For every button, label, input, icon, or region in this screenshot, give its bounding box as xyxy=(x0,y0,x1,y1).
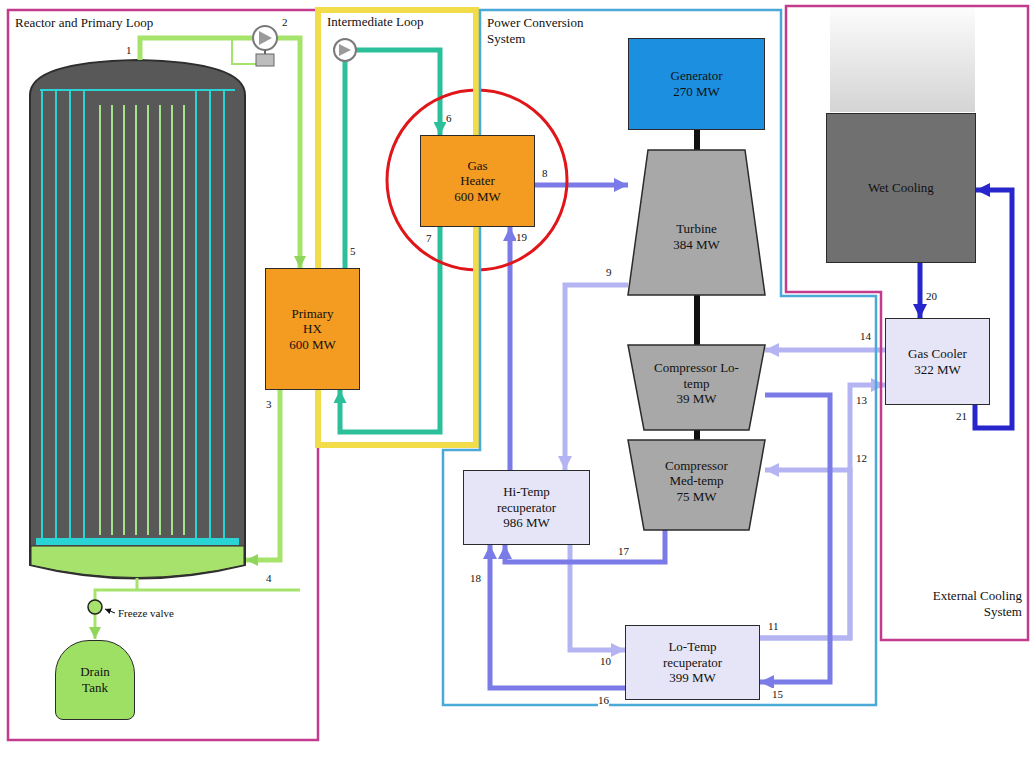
region-title: Reactor and Primary Loop xyxy=(15,15,215,31)
region-title: Power Conversion System xyxy=(487,15,605,46)
callout-number: 13 xyxy=(856,394,867,408)
machine-shape xyxy=(628,345,765,430)
flow-arrow xyxy=(565,285,628,470)
callout-number: 7 xyxy=(426,232,432,246)
callout-number: 14 xyxy=(860,330,871,344)
power-rating: 39 MW xyxy=(652,391,742,407)
callout-number: 9 xyxy=(606,266,612,280)
flow-arrow xyxy=(760,470,850,638)
flow-arrow xyxy=(760,385,885,638)
callout-number: 1 xyxy=(126,44,132,58)
component-name: Generator xyxy=(671,68,723,84)
lower-plenum xyxy=(31,546,244,578)
heat-exchanger: Primary HX600 MW xyxy=(265,268,360,390)
callout-number: 3 xyxy=(266,398,272,412)
component-name: Hi-Temp recuperator xyxy=(479,484,575,515)
power-rating: 75 MW xyxy=(652,489,742,505)
pump-impeller xyxy=(339,44,351,56)
core-support-plate xyxy=(36,538,239,545)
flow-arrow xyxy=(765,348,885,353)
component-name: Lo-Temp recuperator xyxy=(643,639,743,670)
pump xyxy=(253,26,277,50)
callout-number: 4 xyxy=(266,572,272,586)
reactor-vessel xyxy=(30,60,245,579)
annotation-label: Freeze valve xyxy=(118,607,174,621)
flow-arrow xyxy=(535,183,628,188)
freeze-valve xyxy=(88,600,102,614)
component-name: Primary HX xyxy=(282,306,344,337)
shaft-line xyxy=(694,295,700,345)
callout-number: 10 xyxy=(600,655,611,669)
turbine-shape: Turbine384 MW xyxy=(628,150,765,295)
machine-shape xyxy=(628,150,765,295)
leader-arrow xyxy=(105,609,115,613)
pump xyxy=(334,39,356,61)
cooling-tower: Wet Cooling xyxy=(826,113,976,263)
component-name: Wet Cooling xyxy=(868,180,934,196)
recuperator-box: Hi-Temp recuperator986 MW xyxy=(463,470,590,545)
callout-number: 6 xyxy=(446,112,452,126)
callout-number: 2 xyxy=(282,16,288,30)
callout-number: 21 xyxy=(956,410,967,424)
callout-number: 12 xyxy=(856,452,867,466)
callout-number: 19 xyxy=(516,231,527,245)
pump-impeller xyxy=(259,31,272,45)
power-rating: 322 MW xyxy=(908,362,967,378)
callout-number: 18 xyxy=(470,572,481,586)
generator-box: Generator270 MW xyxy=(628,38,765,130)
power-rating: 399 MW xyxy=(643,670,743,686)
callout-number: 15 xyxy=(772,688,783,702)
drain-line xyxy=(136,578,139,590)
callout-number: 8 xyxy=(542,167,548,181)
primary-pipe xyxy=(277,38,300,268)
power-rating: 270 MW xyxy=(671,84,723,100)
callout-number: 5 xyxy=(350,245,356,259)
shaft-line xyxy=(694,430,700,440)
drain-tank: Drain Tank xyxy=(55,640,135,720)
flow-arrow xyxy=(760,395,830,682)
callout-number: 11 xyxy=(768,620,779,634)
region-border xyxy=(786,6,1028,640)
region-border xyxy=(443,10,876,705)
drain-line xyxy=(95,590,300,600)
drain-line xyxy=(94,614,97,639)
heat-exchanger: Gas Heater600 MW xyxy=(420,135,535,227)
component-name: Compressor Lo-temp xyxy=(652,360,742,391)
core-channels xyxy=(40,90,235,538)
cooling-plume xyxy=(830,0,975,112)
region-title: Intermediate Loop xyxy=(327,14,467,30)
pump-motor xyxy=(256,54,274,66)
component-name: Gas Cooler xyxy=(908,346,967,362)
primary-pipe xyxy=(246,390,280,560)
system-region: External Cooling System Wet CoolingGas Co… xyxy=(786,6,1028,640)
callout-number: 16 xyxy=(598,694,609,708)
component-name: Gas Heater xyxy=(452,158,504,189)
component-name: Drain Tank xyxy=(71,664,119,695)
pump-shaft xyxy=(264,50,266,54)
cooler-box: Gas Cooler322 MW xyxy=(885,318,990,405)
flow-arrow xyxy=(918,263,923,318)
power-rating: 986 MW xyxy=(479,515,575,531)
system-region: Power Conversion SystemGenerator270 MW Tu… xyxy=(443,10,876,705)
power-rating: 600 MW xyxy=(452,189,504,205)
fuel-rods xyxy=(100,105,184,535)
power-rating: 384 MW xyxy=(673,237,720,253)
recuperator-box: Lo-Temp recuperator399 MW xyxy=(625,625,760,700)
compressor-shape: Compressor Lo-temp39 MW xyxy=(628,345,765,430)
bypass-line xyxy=(232,38,256,64)
flow-arrow xyxy=(490,545,625,688)
primary-pipe xyxy=(140,38,253,60)
region-title: External Cooling System xyxy=(916,588,1022,619)
shaft-line xyxy=(694,130,700,150)
callout-number: 17 xyxy=(618,545,629,559)
compressor-shape: Compressor Med-temp75 MW xyxy=(628,440,765,530)
callout-number: 20 xyxy=(926,290,937,304)
component-name: Compressor Med-temp xyxy=(652,458,742,489)
machine-shape xyxy=(628,440,765,530)
component-name: Turbine xyxy=(673,221,720,237)
power-rating: 600 MW xyxy=(282,337,344,353)
